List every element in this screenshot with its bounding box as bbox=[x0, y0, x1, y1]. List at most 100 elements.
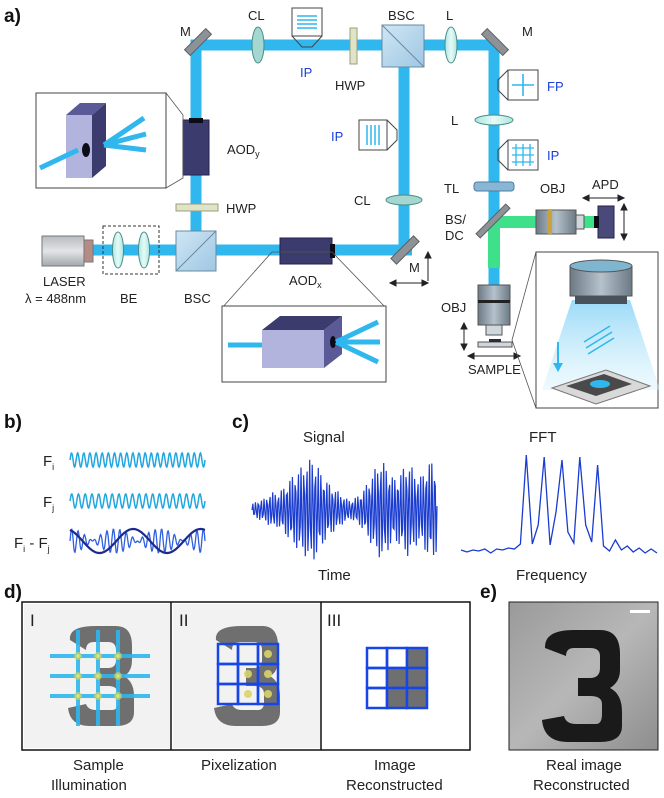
numeral-iii: III bbox=[327, 611, 341, 630]
hwp-top-label: HWP bbox=[335, 78, 365, 93]
laser-source bbox=[41, 235, 94, 267]
sample-arrows bbox=[460, 321, 522, 360]
half-wave-plate-left bbox=[175, 203, 219, 212]
frequency-label: Frequency bbox=[516, 567, 587, 584]
beam-expander-lens-1 bbox=[112, 231, 124, 269]
hwp-left-label: HWP bbox=[226, 201, 256, 216]
signal-dot bbox=[264, 670, 272, 678]
image-plane-right bbox=[497, 139, 539, 171]
signal-series-line bbox=[251, 459, 438, 560]
apd-label: APD bbox=[592, 177, 619, 192]
caption-e-1: Real image bbox=[546, 757, 622, 774]
aod-y bbox=[182, 118, 210, 176]
l-top-label: L bbox=[446, 8, 453, 23]
caption-ii-1: Pixelization bbox=[201, 757, 277, 774]
image-plane-middle bbox=[358, 119, 398, 151]
aody-label: AODy bbox=[227, 142, 260, 159]
fi-wave bbox=[69, 451, 206, 469]
caption-iii-1: Image bbox=[374, 757, 416, 774]
caption-i-1: Sample bbox=[73, 757, 124, 774]
ip-top-label: IP bbox=[300, 65, 312, 80]
obj-left-label: OBJ bbox=[441, 300, 466, 315]
reconstructed-grid bbox=[365, 646, 429, 710]
pixel-grid-ii bbox=[216, 642, 280, 706]
fp-label: FP bbox=[547, 79, 564, 94]
caption-iii-2: Reconstructed bbox=[346, 777, 443, 794]
panel-label-e: e) bbox=[480, 582, 497, 603]
lens-top bbox=[444, 26, 458, 64]
pixel-cell bbox=[405, 686, 429, 710]
fi-minus-fj-label: Fi - Fj bbox=[14, 535, 50, 554]
bsc-bottom-label: BSC bbox=[184, 291, 211, 306]
mirror-bottom-right-label: M bbox=[409, 260, 420, 275]
panel-label-c: c) bbox=[232, 412, 249, 433]
fft-plot bbox=[460, 454, 658, 554]
fft-series-line bbox=[460, 454, 658, 554]
time-label: Time bbox=[318, 567, 351, 584]
tl-label: TL bbox=[444, 181, 459, 196]
obj-right-label: OBJ bbox=[540, 181, 565, 196]
pixel-cell bbox=[365, 646, 389, 670]
panel-label-d: d) bbox=[4, 582, 22, 603]
illumination-panel: I bbox=[24, 604, 170, 748]
filled-pixel bbox=[407, 648, 427, 668]
fourier-plane bbox=[497, 69, 539, 101]
cl-top-label: CL bbox=[248, 8, 265, 23]
bs-dc-label-1: BS/ bbox=[445, 212, 466, 227]
beam-expander-box bbox=[102, 225, 160, 275]
caption-e-2: Reconstructed bbox=[533, 777, 630, 794]
image-plane-top bbox=[291, 7, 323, 48]
signal-dot bbox=[244, 670, 252, 678]
mirror-top-left bbox=[183, 27, 213, 57]
bs-dc-label-2: DC bbox=[445, 228, 464, 243]
filled-pixel bbox=[407, 688, 427, 708]
fj-label: Fj bbox=[43, 494, 54, 513]
filled-pixel bbox=[387, 688, 407, 708]
l-middle-label: L bbox=[451, 113, 458, 128]
tube-lens bbox=[473, 181, 515, 192]
mirror-top-left-label: M bbox=[180, 24, 191, 39]
sample-zoom-lines bbox=[511, 251, 537, 409]
aody-zoom-lines bbox=[165, 92, 184, 189]
aodx-zoom-lines bbox=[221, 251, 387, 309]
pixel-cell bbox=[365, 686, 389, 710]
fj-wave bbox=[69, 492, 206, 510]
half-wave-plate-top bbox=[349, 27, 358, 65]
apd-arrows bbox=[581, 194, 628, 242]
mirror-top-right-label: M bbox=[522, 24, 533, 39]
apd-detector bbox=[594, 205, 615, 239]
numeral-i: I bbox=[30, 611, 35, 630]
sample-stage bbox=[477, 339, 513, 348]
cylindrical-lens-middle bbox=[385, 194, 423, 206]
panel-label-b: b) bbox=[4, 412, 22, 433]
panel-label-a: a) bbox=[4, 6, 21, 27]
signal-plot bbox=[251, 459, 438, 560]
sample-inset bbox=[535, 251, 660, 409]
sample-label: SAMPLE bbox=[468, 362, 521, 377]
ip-middle-label: IP bbox=[331, 129, 343, 144]
signal-title: Signal bbox=[303, 429, 345, 446]
lens-middle bbox=[474, 114, 514, 126]
wavelength-label: λ = 488nm bbox=[25, 291, 86, 306]
aody-inset bbox=[35, 92, 167, 189]
pixel-cell bbox=[256, 682, 280, 706]
cl-middle-label: CL bbox=[354, 193, 371, 208]
beam-splitter-dichroic bbox=[475, 203, 511, 239]
signal-dot bbox=[244, 690, 252, 698]
fi-label: Fi bbox=[43, 453, 54, 472]
signal-dot bbox=[264, 690, 272, 698]
beam-splitter-cube-top bbox=[381, 24, 425, 68]
objective-right bbox=[535, 209, 585, 235]
beam-expander-lens-2 bbox=[138, 231, 150, 269]
mirror-top-right bbox=[480, 27, 510, 57]
pixel-cell bbox=[385, 646, 409, 670]
panel-d-frame bbox=[21, 601, 471, 751]
mirror-translation-arrows bbox=[388, 250, 432, 287]
mirror-bottom-right bbox=[390, 235, 420, 265]
aod-x bbox=[279, 237, 335, 265]
aodx-label: AODx bbox=[289, 273, 322, 290]
bsc-top-label: BSC bbox=[388, 8, 415, 23]
caption-i-2: Illumination bbox=[51, 777, 127, 794]
real-image bbox=[508, 601, 659, 751]
